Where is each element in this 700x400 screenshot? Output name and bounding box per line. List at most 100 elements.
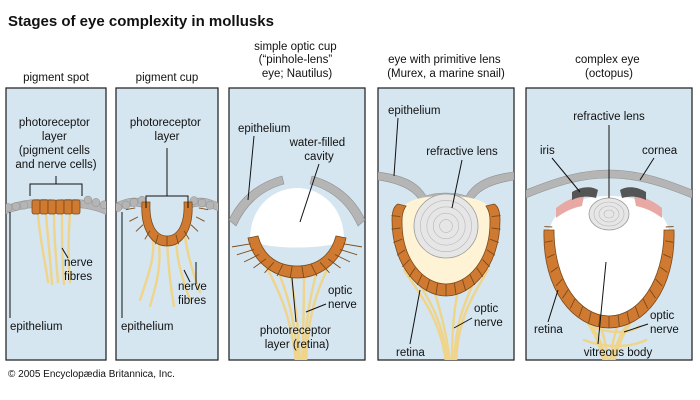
- leader-line: [247, 135, 255, 201]
- label-epithelium: epithelium: [238, 123, 290, 135]
- photoreceptor-cells: [391, 215, 501, 296]
- epithelium-cell: [116, 203, 123, 212]
- cell-division: [301, 265, 305, 278]
- leader-line: [393, 117, 399, 177]
- cell-division: [391, 215, 401, 218]
- label-refractive-lens: refractive lens: [426, 146, 498, 158]
- leader-line: [597, 261, 607, 345]
- leader-line: [639, 157, 655, 181]
- cell-division: [195, 216, 205, 222]
- panel-pigment-spot: pigment spot photoreceptor: [5, 72, 107, 361]
- label-iris: iris: [540, 145, 555, 157]
- label-optic-nerve: optic nerve: [650, 310, 679, 336]
- cell-division: [665, 240, 674, 243]
- refractive-lens: [588, 197, 630, 231]
- lens-ring: [598, 205, 620, 223]
- cell-division: [155, 234, 159, 245]
- photoreceptor-layer: [247, 235, 347, 279]
- cell-division: [327, 258, 341, 269]
- epithelium-bumps: [6, 195, 106, 212]
- epithelium-cell: [19, 200, 29, 210]
- cell-division: [190, 224, 199, 232]
- label-photoreceptor-retina: photoreceptor layer (retina): [260, 325, 334, 351]
- lens-ring: [439, 219, 453, 233]
- panel-heading: pigment spot: [23, 72, 90, 84]
- panel-heading: pigment cup: [136, 72, 199, 84]
- panel-heading: eye with primitive lens (Murex, a marine…: [387, 54, 505, 80]
- cell-division: [659, 266, 668, 273]
- cell-division: [310, 264, 318, 277]
- epithelium-cell: [121, 200, 131, 210]
- cell-division: [569, 298, 576, 309]
- cell-division: [339, 248, 358, 256]
- epithelium-cell: [129, 198, 139, 207]
- lens-rings: [420, 200, 472, 252]
- label-optic-nerve: optic nerve: [474, 303, 503, 329]
- photoreceptor-cells: [544, 226, 674, 328]
- cell-division: [144, 230, 151, 240]
- leader-line: [453, 317, 473, 329]
- vitreous-body: [548, 196, 670, 318]
- cell-division: [276, 264, 284, 277]
- cell-division: [555, 278, 563, 287]
- cell-division: [655, 278, 663, 287]
- cell-division: [642, 298, 649, 309]
- epithelium-cell: [11, 202, 21, 211]
- leader-line: [547, 289, 559, 323]
- cell-division: [546, 253, 555, 259]
- copyright-notice: © 2005 Encyclopædia Britannica, Inc.: [8, 369, 175, 380]
- cell-division: [253, 258, 267, 269]
- cell-division: [469, 274, 476, 286]
- lens-ring: [603, 209, 615, 219]
- iris: [620, 187, 646, 200]
- nerve-fibres: [402, 268, 490, 360]
- leader-line: [551, 157, 581, 193]
- leader-line: [299, 163, 320, 223]
- water-filled-cavity: [250, 188, 344, 248]
- label-optic-nerve: optic nerve: [328, 285, 357, 311]
- cell-division: [491, 227, 501, 230]
- cell-division: [550, 266, 559, 273]
- cell-division: [175, 234, 179, 245]
- cell-division: [489, 238, 499, 243]
- cell-division: [408, 267, 416, 278]
- cell-division: [598, 314, 601, 327]
- label-photoreceptor-layer: photoreceptor layer (pigment cells and n…: [15, 117, 96, 171]
- retina-layer: [543, 229, 675, 329]
- cell-division: [462, 279, 467, 292]
- photoreceptor-cup: [141, 201, 193, 247]
- cell-division: [232, 243, 251, 248]
- cell-division: [626, 311, 630, 324]
- label-epithelium: epithelium: [121, 321, 173, 333]
- panel-complex-eye: complex eye (octopus): [525, 54, 693, 361]
- lens-ring: [593, 201, 625, 227]
- lens-ring: [432, 212, 460, 240]
- epithelium-cell: [99, 200, 106, 210]
- cell-division: [198, 207, 209, 211]
- lens-ring: [426, 206, 466, 246]
- cell-division: [416, 274, 423, 286]
- diagram-title: Stages of eye complexity in mollusks: [8, 13, 274, 30]
- leader-line: [61, 247, 69, 259]
- lens-ring: [420, 200, 472, 252]
- label-epithelium: epithelium: [388, 105, 440, 117]
- cell-division: [486, 249, 496, 256]
- cell-division: [617, 314, 620, 327]
- panel-primitive-lens: eye with primitive lens (Murex, a marine…: [377, 54, 515, 361]
- label-retina: retina: [534, 324, 563, 336]
- cell-division: [453, 282, 457, 295]
- photoreceptor-cells: [125, 207, 209, 246]
- cell-division: [183, 230, 190, 240]
- cell-division: [393, 238, 403, 243]
- cell-division: [391, 227, 401, 230]
- panel-heading: complex eye (octopus): [575, 54, 643, 80]
- photoreceptor-cells: [232, 243, 362, 278]
- cell-division: [343, 243, 362, 248]
- cell-division: [402, 259, 410, 268]
- cell-division: [425, 279, 430, 292]
- label-vitreous-body: vitreous body: [584, 347, 653, 359]
- refractive-lens: [413, 193, 479, 259]
- panel-frame: [5, 87, 107, 361]
- cell-division: [491, 215, 501, 218]
- cell-division: [125, 207, 136, 211]
